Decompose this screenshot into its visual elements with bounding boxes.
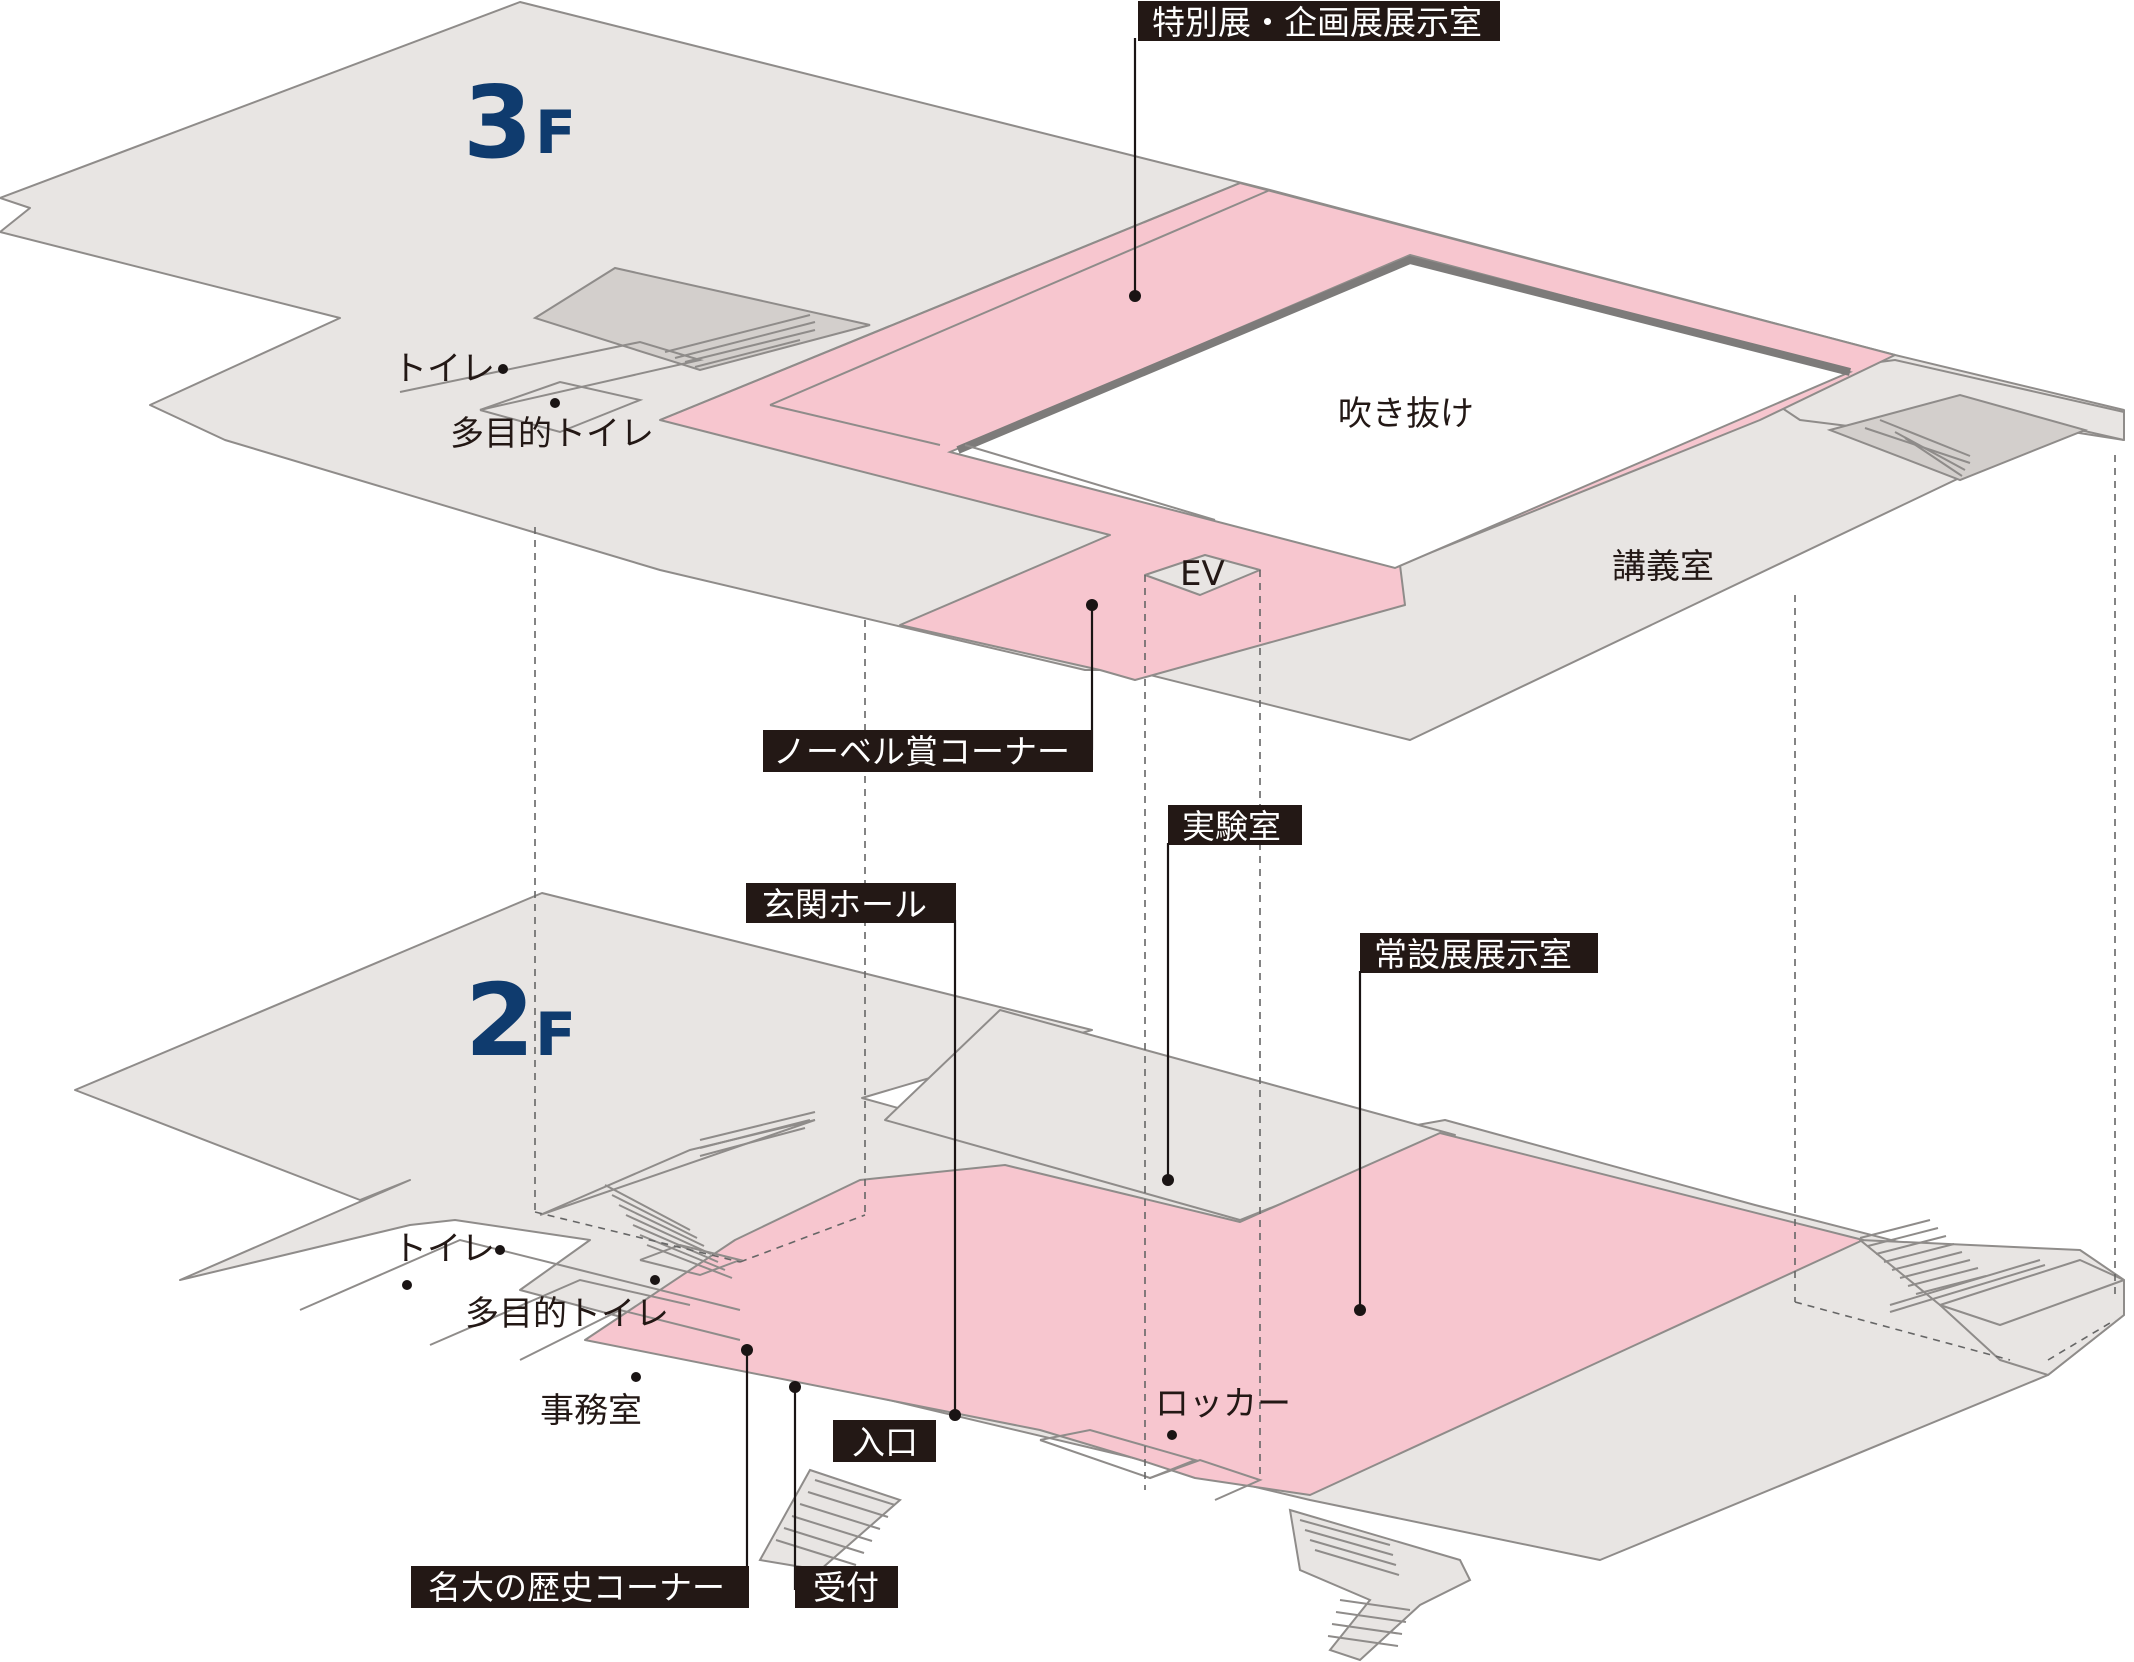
- tag-entrance-hall-bg: [746, 883, 956, 923]
- 2f-rooms-3: [519, 1308, 741, 1361]
- dot-2f-accessible-toilet: [650, 1275, 660, 1285]
- tag-entrance-bg: [833, 1420, 936, 1462]
- dot-nobel: [1086, 599, 1098, 611]
- label-lecture-room: 講義室: [1612, 547, 1714, 587]
- floor-3f-unit: F: [535, 98, 576, 168]
- dot-2f-toilet: [495, 1245, 505, 1255]
- labels-3f: 特別展・企画展展示室 吹き抜け 講義室 トイレ 多目的トイレ EV ノーベル賞コ…: [393, 1, 1714, 772]
- tag-special-exhibit: 特別展・企画展展示室: [1152, 3, 1482, 42]
- tag-special-exhibit-bg: [1138, 1, 1500, 41]
- tag-permanent-bg: [1360, 933, 1598, 973]
- dot-reception: [789, 1381, 801, 1393]
- label-2f-toilet: トイレ: [393, 1229, 495, 1269]
- 3f-inner-line-3: [769, 404, 941, 446]
- dot-locker: [1167, 1430, 1177, 1440]
- 2f-rooms-4: [639, 1243, 744, 1277]
- 2f-stairs-right: [1859, 1219, 2046, 1313]
- dot-3f-accessible-toilet: [550, 398, 560, 408]
- 2f-rooms: [299, 1238, 741, 1311]
- 3f-inner-line: [659, 182, 1241, 421]
- floor-2f-number: 2: [465, 962, 535, 1079]
- 3f-stairs-right: [1864, 419, 1971, 477]
- label-2f-accessible-toilet: 多目的トイレ: [465, 1294, 669, 1334]
- floor-3f-number: 3: [463, 64, 533, 181]
- dot-lab: [1162, 1174, 1174, 1186]
- 2f-stairs-center: [604, 1111, 816, 1279]
- label-atrium: 吹き抜け: [1338, 394, 1474, 434]
- floor-2f-wing: [884, 1009, 1456, 1221]
- dot-permanent: [1354, 1304, 1366, 1316]
- floor-3f: 3 F: [0, 1, 2125, 741]
- labels-2f: 実験室 玄関ホール 常設展展示室 トイレ 多目的トイレ 事務室 ロッカー 入口 …: [393, 805, 1598, 1608]
- dot-2f-toilet-2: [402, 1280, 412, 1290]
- dot-office: [631, 1372, 641, 1382]
- dot-history: [741, 1344, 753, 1356]
- atrium-rail: [956, 255, 1851, 454]
- label-3f-accessible-toilet: 多目的トイレ: [450, 414, 654, 454]
- permanent-exhibit-area: [584, 1132, 1864, 1496]
- 3f-left-rooms-2: [479, 380, 644, 434]
- dot-special-exhibit: [1129, 290, 1141, 302]
- 2f-entrance-doors-2: [1149, 1458, 1263, 1501]
- tag-history: 名大の歴史コーナー: [428, 1568, 725, 1607]
- tag-entrance-hall: 玄関ホール: [762, 885, 927, 924]
- label-ev: EV: [1180, 554, 1225, 594]
- tag-lab-bg: [1168, 805, 1302, 845]
- tag-history-bg: [411, 1566, 749, 1608]
- 2f-rooms-2: [429, 1278, 691, 1346]
- connector-lines: [534, 455, 2116, 1490]
- 3f-stairs-left: [664, 314, 816, 368]
- floor-2f-unit: F: [535, 1000, 576, 1070]
- floor-3f-right-stair-box: [1826, 393, 2089, 482]
- label-office: 事務室: [540, 1391, 642, 1431]
- label-3f-toilet: トイレ: [393, 349, 495, 389]
- tag-entrance: 入口: [852, 1423, 918, 1462]
- tag-nobel-bg: [763, 730, 1093, 772]
- 2f-entrance-doors: [1039, 1428, 1199, 1480]
- tag-nobel: ノーベル賞コーナー: [773, 732, 1070, 771]
- 3f-inner-line-2: [769, 189, 1271, 406]
- dot-3f-toilet: [498, 364, 508, 374]
- tag-permanent: 常設展展示室: [1374, 935, 1572, 974]
- tag-lab: 実験室: [1182, 807, 1281, 846]
- label-locker: ロッカー: [1155, 1384, 1291, 1424]
- tag-reception-bg: [795, 1566, 898, 1608]
- atrium-rail-inner: [964, 444, 1216, 521]
- floor-2f-right-landing: [1939, 1259, 2125, 1326]
- dot-entrance-hall: [949, 1409, 961, 1421]
- tag-reception: 受付: [813, 1568, 879, 1607]
- floor-2f: 2 F: [74, 892, 2125, 1662]
